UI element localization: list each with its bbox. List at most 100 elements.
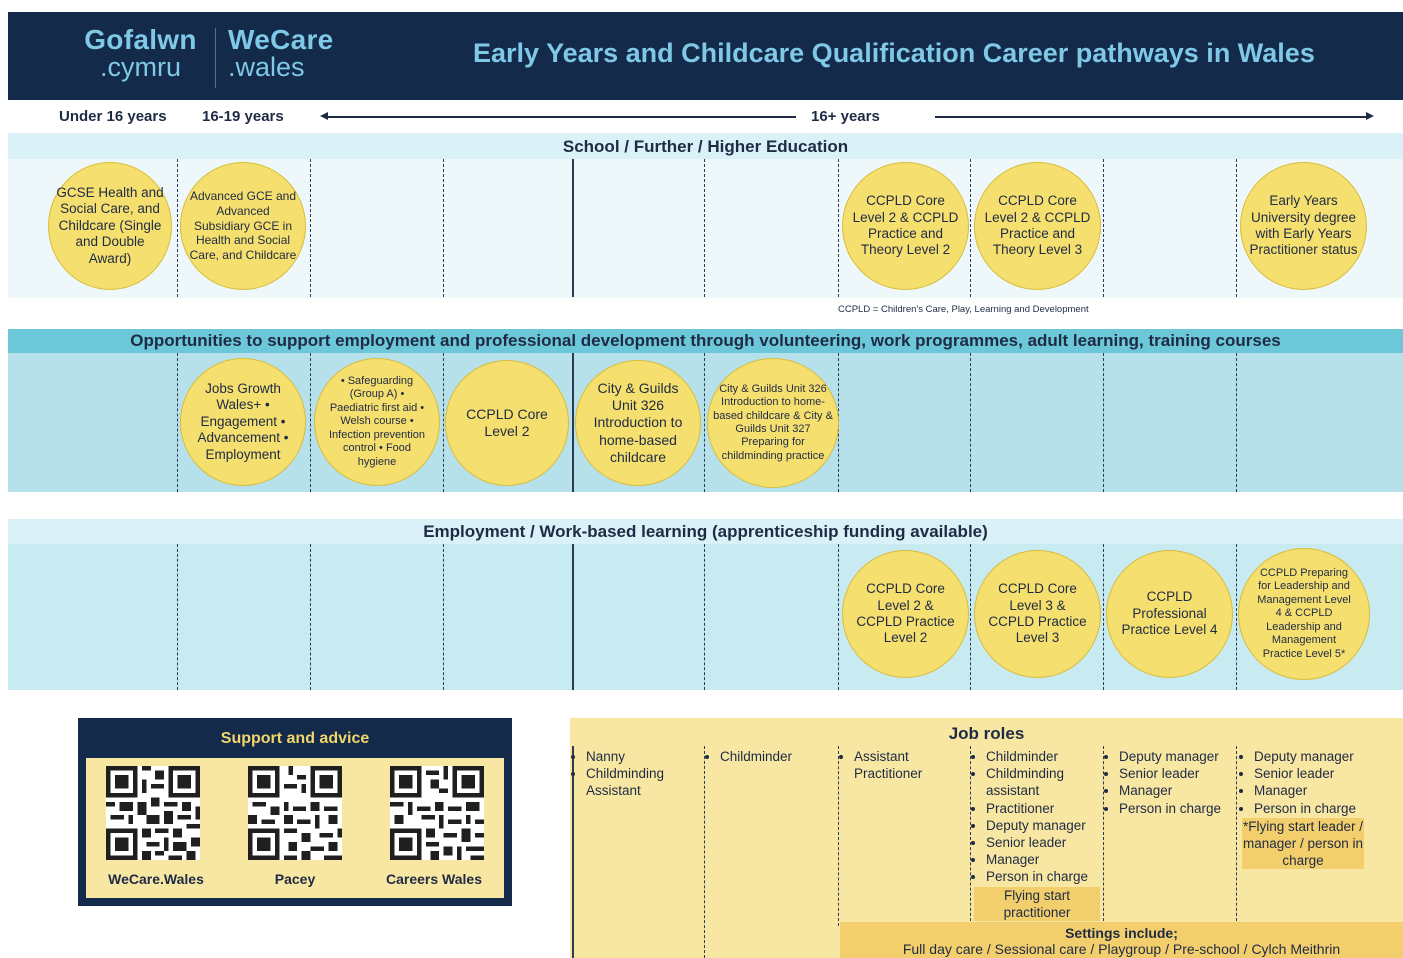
job-roles-column: Nanny Childminding Assistant: [574, 748, 700, 800]
divider: [1103, 544, 1104, 690]
divider: [838, 544, 839, 690]
qr-code-icon[interactable]: [106, 766, 200, 860]
job-role-item: Childminder: [720, 748, 834, 765]
qualification-text: GCSE Health and Social Care, and Childca…: [56, 184, 164, 266]
divider-solid: [572, 544, 574, 690]
divider: [704, 159, 705, 297]
qr-code-icon[interactable]: [390, 766, 484, 860]
school-section-title: School / Further / Higher Education: [562, 137, 849, 156]
opportunity-text: Jobs Growth Wales+ • Engagement • Advanc…: [197, 380, 289, 462]
age-arrow-line-left: [326, 116, 796, 118]
wecare-logo[interactable]: WeCare .wales: [220, 26, 348, 81]
gofalwn-logo[interactable]: Gofalwn .cymru: [78, 26, 203, 81]
divider: [1103, 353, 1104, 492]
divider: [310, 353, 311, 492]
divider: [443, 544, 444, 690]
qualification-text: CCPLD Core Level 2 & CCPLD Practice and …: [984, 193, 1091, 258]
opportunity-circle[interactable]: CCPLD Core Level 2: [445, 360, 569, 486]
flying-start-practitioner: Flying start practitioner: [974, 886, 1100, 922]
job-role-item: Senior leader: [1254, 765, 1368, 782]
divider: [838, 159, 839, 297]
divider: [443, 353, 444, 492]
job-role-item: Nanny: [586, 748, 700, 765]
divider-solid: [572, 353, 574, 492]
header-banner: Gofalwn .cymru WeCare .wales Early Years…: [8, 12, 1403, 100]
divider: [1236, 159, 1237, 297]
qualification-circle[interactable]: CCPLD Core Level 2 & CCPLD Practice and …: [842, 162, 969, 290]
qualification-circle[interactable]: Advanced GCE and Advanced Subsidiary GCE…: [180, 162, 306, 290]
opportunities-section-title: Opportunities to support employment and …: [130, 331, 1281, 350]
settings-text: Full day care / Sessional care / Playgro…: [902, 941, 1341, 957]
job-role-item: Manager: [1119, 782, 1233, 799]
job-role-item: Deputy manager: [1119, 748, 1233, 765]
qr-code-icon[interactable]: [248, 766, 342, 860]
support-qr-area: WeCare.Wales Pacey Careers Wales: [86, 758, 504, 898]
page-title: Early Years and Childcare Qualification …: [473, 38, 1315, 68]
job-roles-panel: Job roles Nanny Childminding Assistant C…: [570, 718, 1403, 958]
divider: [970, 544, 971, 690]
job-role-item: Practitioner: [986, 800, 1100, 817]
support-title: Support and advice: [220, 730, 370, 747]
job-role-item: Deputy manager: [986, 817, 1100, 834]
employment-text: CCPLD Core Level 3 & CCPLD Practice Leve…: [988, 581, 1087, 646]
age-16-19: 16-19 years: [202, 108, 284, 125]
job-role-item: Manager: [986, 851, 1100, 868]
age-arrow-line-right: [935, 116, 1367, 118]
divider: [704, 353, 705, 492]
wecare-logo-line2: .wales: [228, 52, 305, 82]
divider-solid: [572, 159, 574, 297]
divider: [1236, 353, 1237, 492]
age-16-plus: 16+ years: [811, 108, 880, 125]
job-roles-column: Childminder Childminding assistant Pract…: [974, 748, 1100, 922]
divider: [310, 159, 311, 297]
qualification-circle[interactable]: GCSE Health and Social Care, and Childca…: [48, 162, 172, 290]
divider: [1103, 159, 1104, 297]
opportunity-text: • Safeguarding (Group A) • Paediatric fi…: [328, 375, 425, 468]
qualification-text: Early Years University degree with Early…: [1249, 193, 1358, 258]
arrow-left-icon: [320, 112, 328, 120]
job-role-item: Senior leader: [986, 834, 1100, 851]
job-roles-column: Deputy manager Senior leader Manager Per…: [1242, 748, 1368, 870]
divider: [1236, 544, 1237, 690]
qr-label-pacey: Pacey: [274, 871, 316, 887]
job-roles-column: Childminder: [708, 748, 834, 765]
employment-text: CCPLD Preparing for Leadership and Manag…: [1257, 567, 1351, 660]
employment-circle[interactable]: CCPLD Professional Practice Level 4: [1106, 550, 1233, 678]
divider: [704, 544, 705, 690]
employment-circle[interactable]: CCPLD Preparing for Leadership and Manag…: [1238, 548, 1370, 680]
divider: [838, 746, 839, 926]
job-role-item: Assistant Practitioner: [854, 748, 966, 782]
qualification-text: Advanced GCE and Advanced Subsidiary GCE…: [189, 189, 297, 262]
opportunity-text: City & Guilds Unit 326 Introduction to h…: [713, 382, 833, 462]
job-role-item: Childminding Assistant: [586, 765, 700, 799]
opportunity-circle[interactable]: • Safeguarding (Group A) • Paediatric fi…: [314, 358, 440, 486]
job-roles-title: Job roles: [948, 724, 1025, 743]
job-roles-column: Assistant Practitioner: [842, 748, 966, 782]
settings-title: Settings include;: [1065, 925, 1178, 941]
divider: [970, 353, 971, 492]
divider-solid: [572, 746, 574, 958]
qr-label-wecare: WeCare.Wales: [108, 871, 204, 887]
qualification-circle[interactable]: Early Years University degree with Early…: [1240, 162, 1367, 290]
opportunities-title-bar: Opportunities to support employment and …: [8, 329, 1403, 353]
logo-divider: [215, 28, 216, 88]
opportunity-circle[interactable]: City & Guilds Unit 326 Introduction to h…: [575, 360, 701, 486]
divider: [177, 159, 178, 297]
employment-circle[interactable]: CCPLD Core Level 2 & CCPLD Practice Leve…: [842, 550, 969, 678]
qr-label-careers-wales: Careers Wales: [386, 871, 482, 887]
opportunity-text: CCPLD Core Level 2: [466, 405, 548, 439]
employment-title-bar: Employment / Work-based learning (appren…: [8, 519, 1403, 544]
employment-section-title: Employment / Work-based learning (appren…: [423, 522, 988, 541]
age-under-16: Under 16 years: [59, 108, 167, 125]
gofalwn-logo-line2: .cymru: [100, 52, 181, 82]
divider: [310, 544, 311, 690]
opportunity-circle[interactable]: City & Guilds Unit 326 Introduction to h…: [707, 358, 839, 488]
arrow-right-icon: [1366, 112, 1374, 120]
job-role-item: Childminder: [986, 748, 1100, 765]
divider: [970, 746, 971, 926]
opportunity-circle[interactable]: Jobs Growth Wales+ • Engagement • Advanc…: [180, 358, 306, 486]
divider: [177, 544, 178, 690]
support-and-advice-panel: Support and advice: [78, 718, 512, 906]
employment-circle[interactable]: CCPLD Core Level 3 & CCPLD Practice Leve…: [974, 550, 1101, 678]
qualification-circle[interactable]: CCPLD Core Level 2 & CCPLD Practice and …: [974, 162, 1101, 290]
